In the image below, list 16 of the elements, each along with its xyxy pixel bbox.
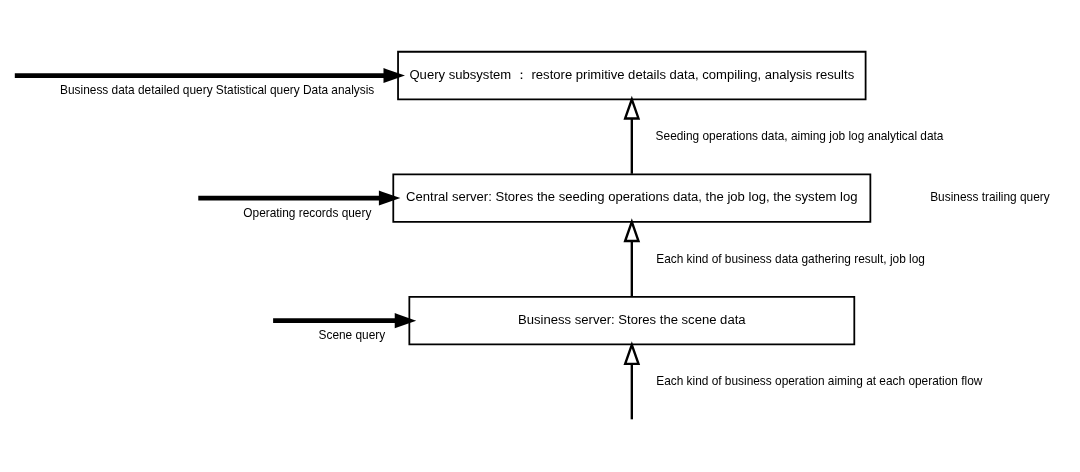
arrow <box>273 313 417 329</box>
edge-label: Business data detailed query Statistical query Data analysis <box>60 82 375 97</box>
arrow <box>14 68 405 84</box>
arrow <box>623 218 641 297</box>
edge-label: Operating records query <box>243 205 372 220</box>
edge-label: Each kind of business operation aiming at each operation flow <box>656 374 983 389</box>
edge-label: Seeding operations data, aiming job log analytical data <box>655 129 944 144</box>
node-box: Central server: Stores the seeding operations data, the job log, the system log <box>392 173 872 223</box>
arrow <box>623 341 641 420</box>
node-box: Business server: Stores the scene data <box>408 295 856 346</box>
label: Business trailing query <box>930 190 1050 205</box>
arrow <box>623 95 641 174</box>
node-box: Query subsystem ： restore primitive details data, compiling, analysis results <box>397 50 867 101</box>
edge-label: Scene query <box>318 328 386 343</box>
arrow <box>198 190 401 206</box>
edge-label: Each kind of business data gathering result, job log <box>656 251 925 266</box>
